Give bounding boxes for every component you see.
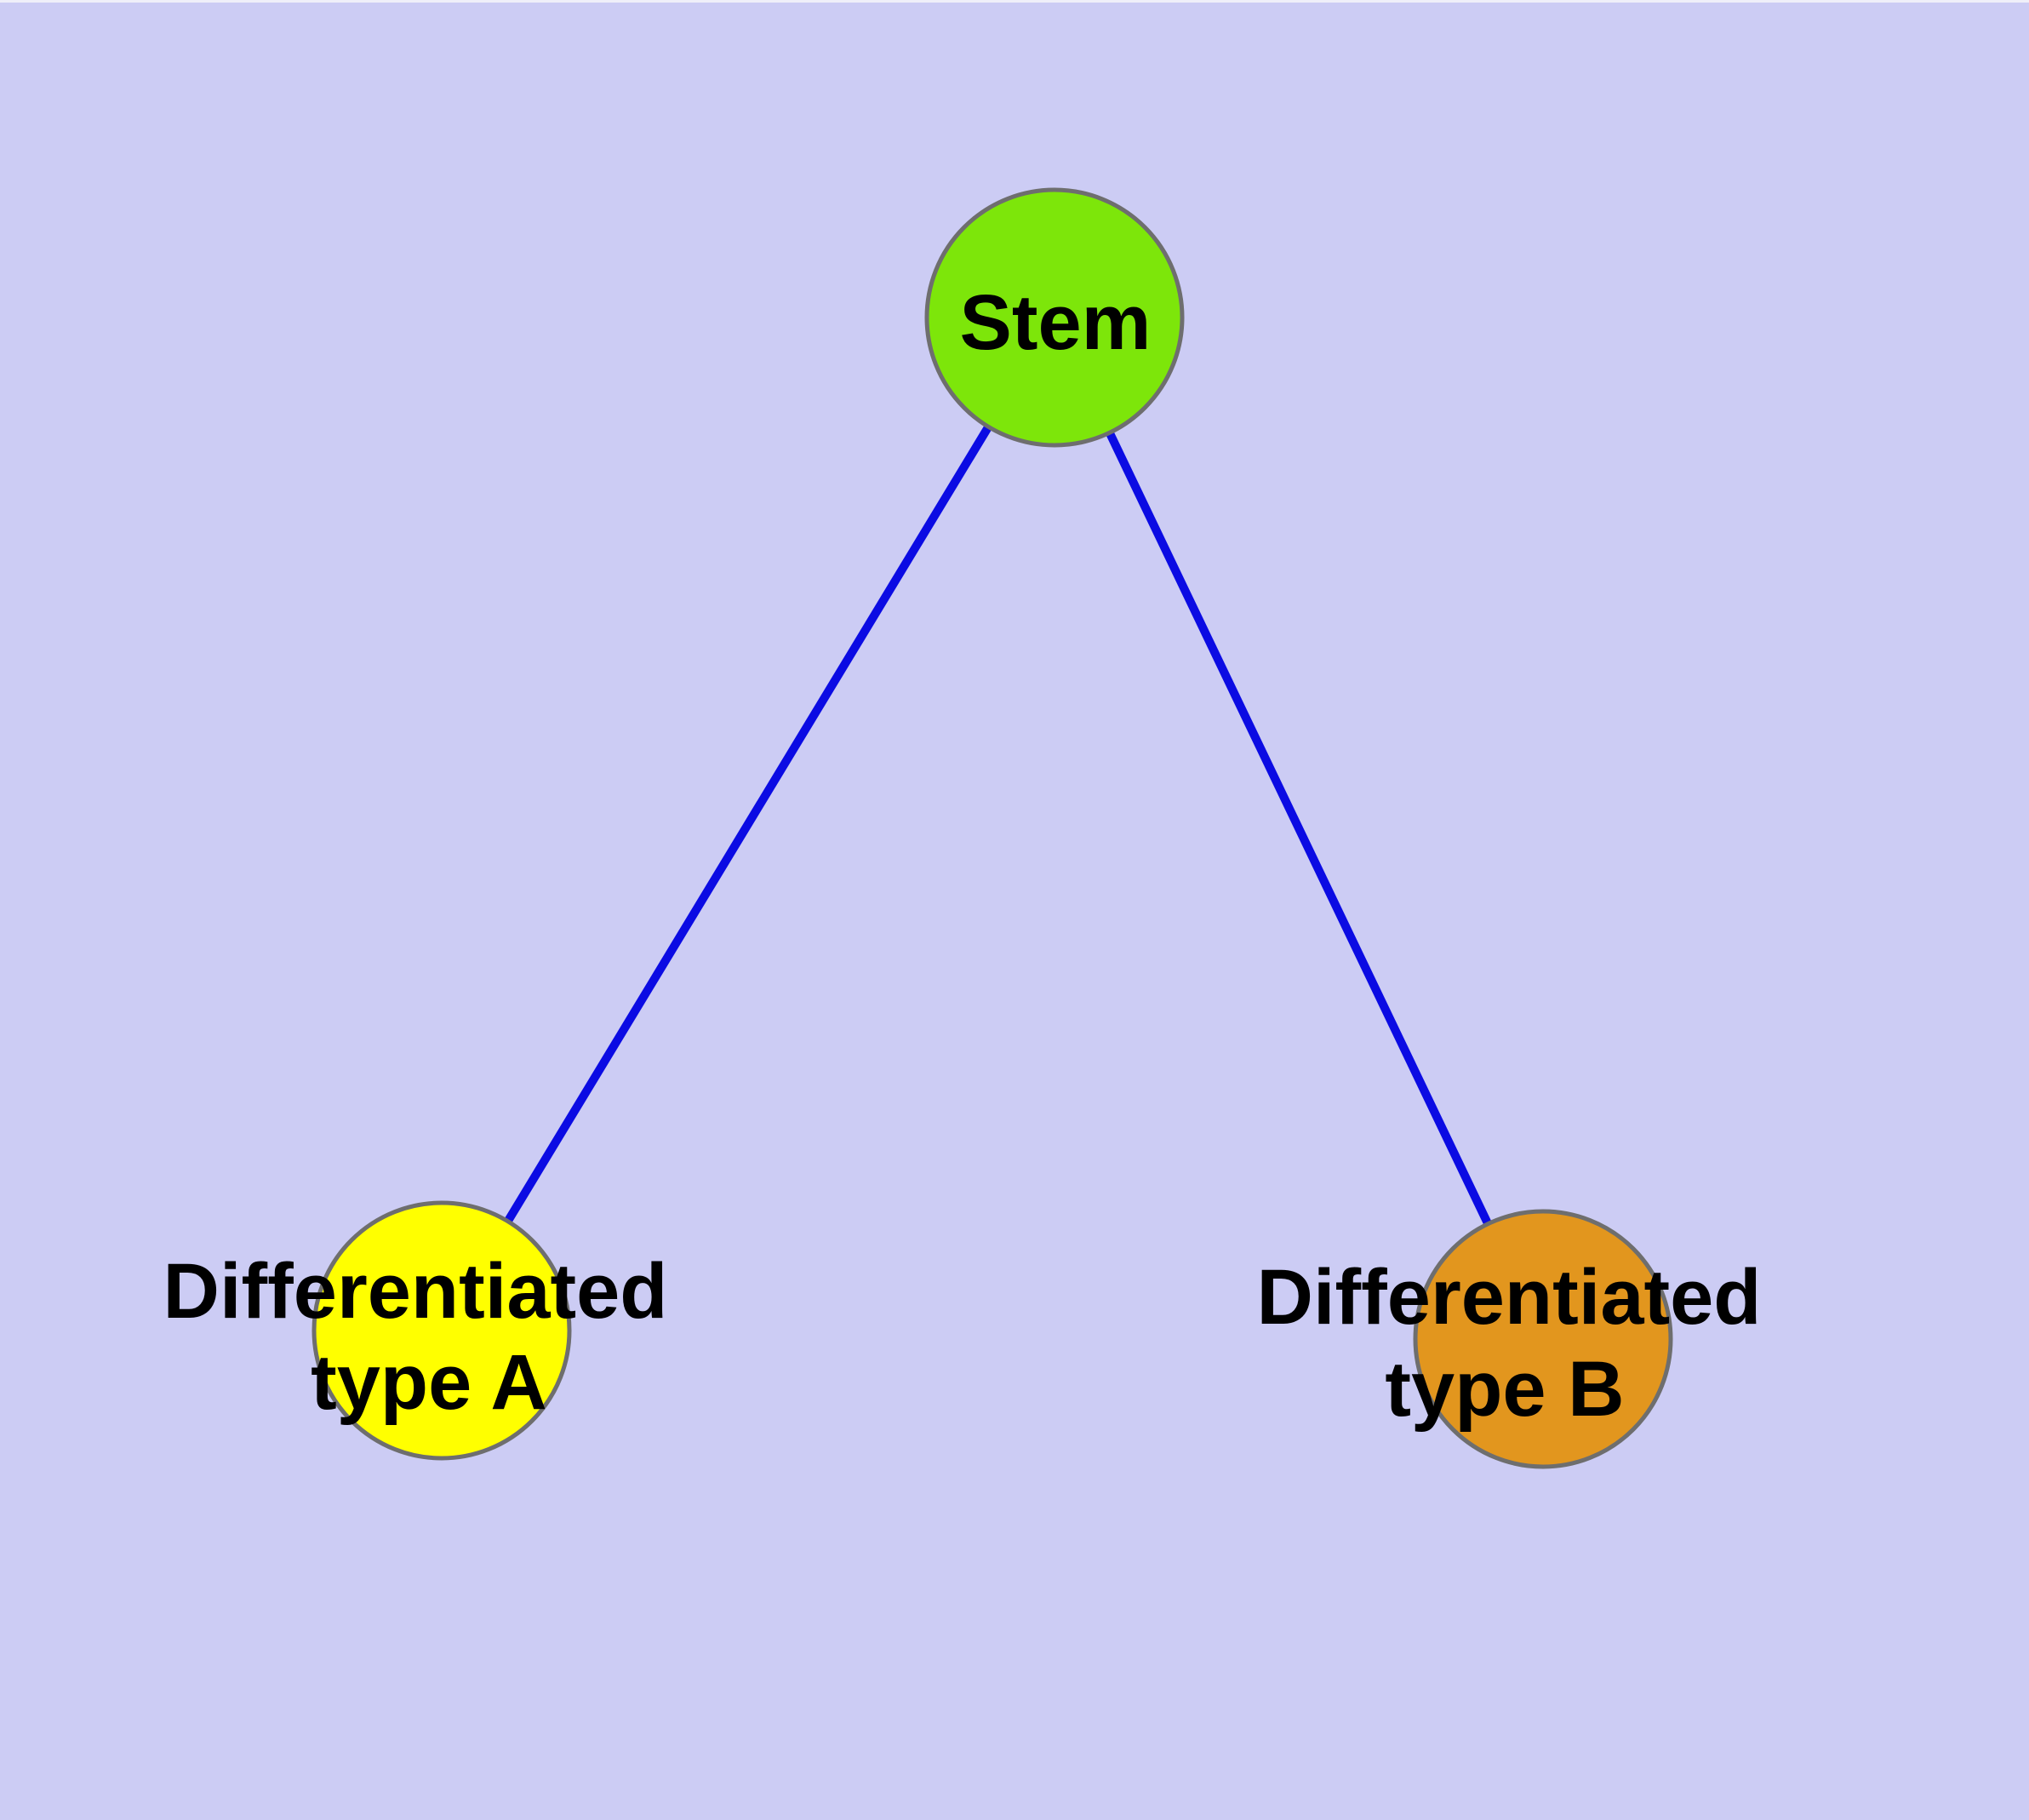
top-edge-highlight [0,0,2029,3]
edge-stem-to-type-b [1050,315,1547,1342]
edge-stem-to-type-a [437,315,1059,1333]
node-differentiated-type-b[interactable] [1413,1209,1673,1469]
node-type-a-label-line1: Differentiated [163,1248,668,1335]
node-type-b-label-line1: Differentiated [1257,1254,1762,1341]
node-type-a-label-line2: type A [311,1339,547,1426]
node-stem[interactable] [924,187,1185,448]
node-type-b-label-line2: type B [1385,1346,1624,1433]
node-differentiated-type-a[interactable] [311,1200,572,1461]
node-stem-label: Stem [960,279,1152,366]
